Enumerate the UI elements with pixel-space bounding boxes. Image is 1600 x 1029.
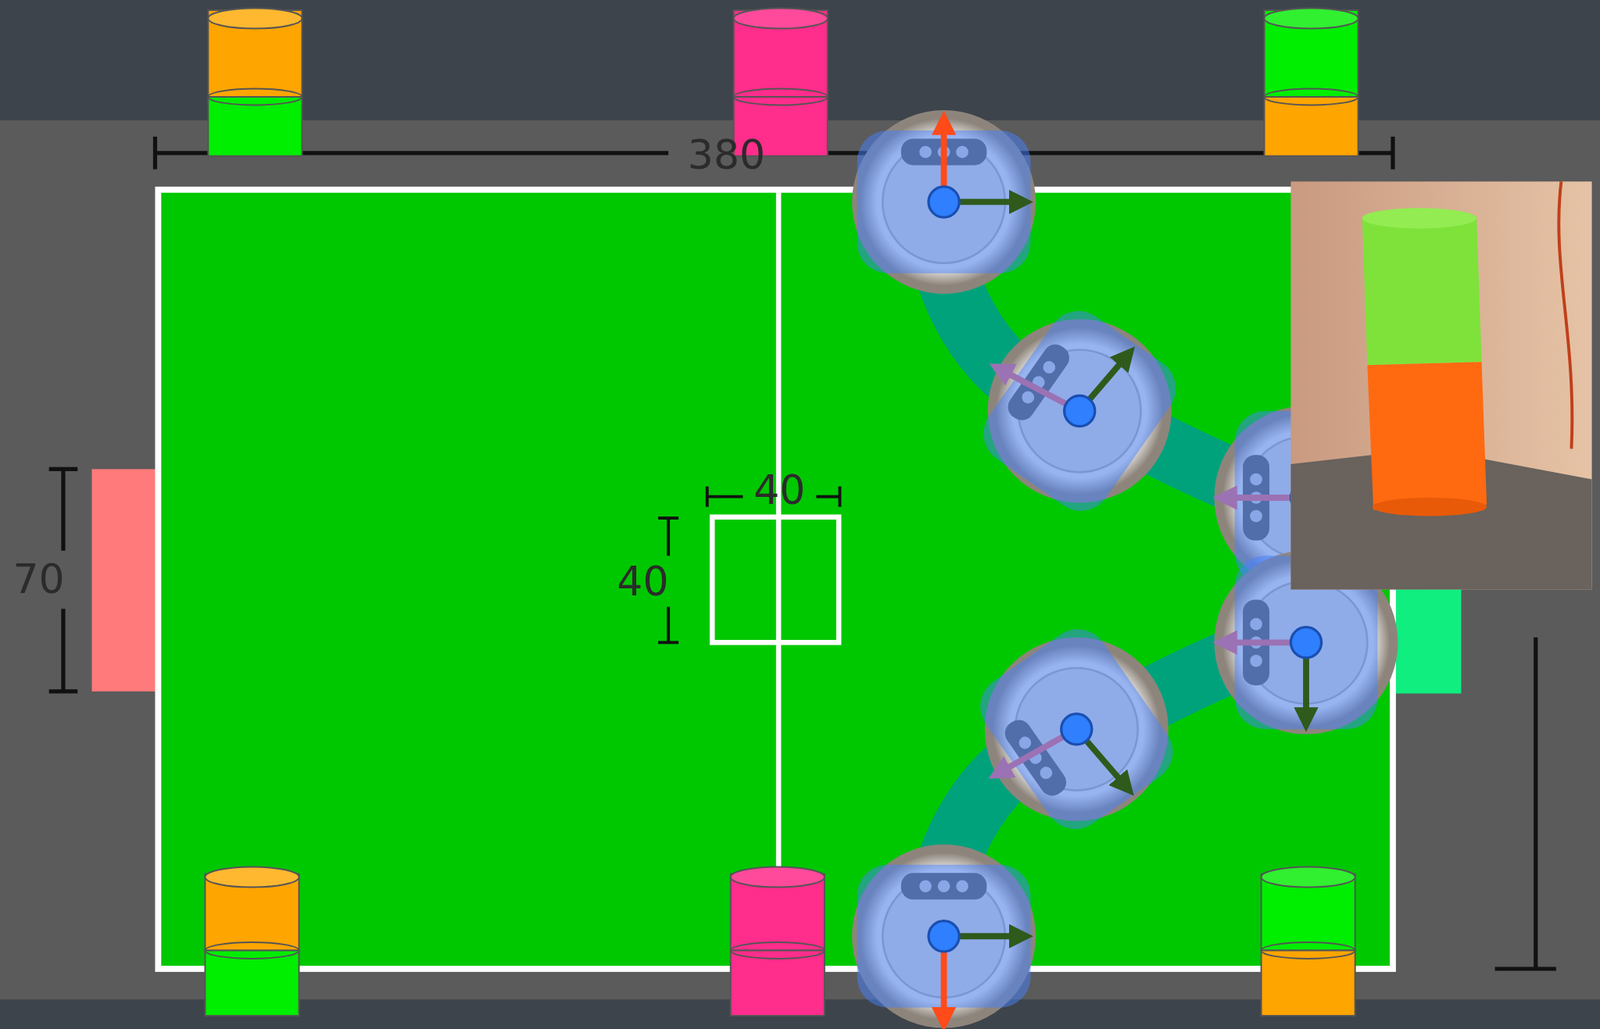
beacon — [1261, 866, 1356, 888]
robot — [851, 110, 1036, 294]
beacon — [204, 950, 299, 1017]
dimension-lines — [1533, 637, 1538, 970]
square-dimensions — [666, 607, 670, 644]
robot — [968, 617, 1185, 842]
photo-inset — [1372, 497, 1487, 516]
robot — [971, 299, 1189, 524]
beacon — [730, 942, 825, 960]
robot — [851, 844, 1036, 1029]
dimension-label: 40 — [753, 469, 806, 511]
square-dimensions — [707, 495, 744, 499]
robot — [928, 186, 960, 218]
photo-inset — [1558, 181, 1572, 449]
square-dimensions — [666, 518, 670, 556]
square-dimensions — [816, 495, 840, 499]
photo-inset — [1362, 216, 1482, 366]
dimension-label: 70 — [13, 558, 65, 600]
robot — [968, 617, 1185, 842]
square-dimensions — [658, 640, 679, 645]
beacon — [1263, 7, 1358, 29]
dimension-lines — [49, 467, 79, 472]
dimension-lines — [60, 468, 65, 551]
dimension-lines — [1390, 136, 1395, 170]
beacon — [207, 89, 302, 106]
beacon — [1261, 950, 1356, 1017]
square-dimensions — [705, 486, 709, 508]
beacon — [1261, 942, 1356, 960]
robot — [1290, 627, 1321, 659]
dimension-lines — [153, 136, 158, 170]
dimension-lines — [60, 608, 65, 692]
square-dimensions — [658, 516, 679, 520]
field — [157, 189, 1393, 970]
beacon — [204, 7, 1358, 1017]
robot — [971, 299, 1189, 524]
field — [776, 189, 782, 970]
robot — [928, 921, 960, 953]
beacon — [733, 89, 828, 106]
robot — [851, 110, 1036, 294]
square-dimensions — [837, 486, 842, 508]
beacon — [733, 7, 828, 29]
dimension-label: 40 — [616, 561, 669, 602]
robot — [1064, 395, 1096, 426]
dimension-lines — [49, 689, 79, 694]
field — [157, 189, 1393, 970]
dimension-label: 380 — [687, 134, 766, 176]
field — [712, 517, 839, 644]
goal — [1387, 587, 1461, 695]
beacon — [204, 866, 299, 888]
robot — [1061, 714, 1092, 745]
beacon — [730, 866, 825, 888]
square-dimensions — [658, 486, 840, 644]
photo-inset — [1290, 181, 1592, 590]
dimension-lines — [1495, 966, 1557, 971]
beacon — [207, 7, 302, 29]
background-band — [0, 120, 1600, 1000]
robot — [851, 844, 1036, 1029]
photo-inset — [1367, 361, 1487, 510]
photo-inset — [1290, 181, 1592, 590]
photo-inset — [1362, 207, 1477, 229]
background-band — [0, 120, 1600, 1000]
beacon — [730, 950, 825, 1017]
beacon — [204, 942, 299, 960]
beacon — [1263, 89, 1358, 106]
